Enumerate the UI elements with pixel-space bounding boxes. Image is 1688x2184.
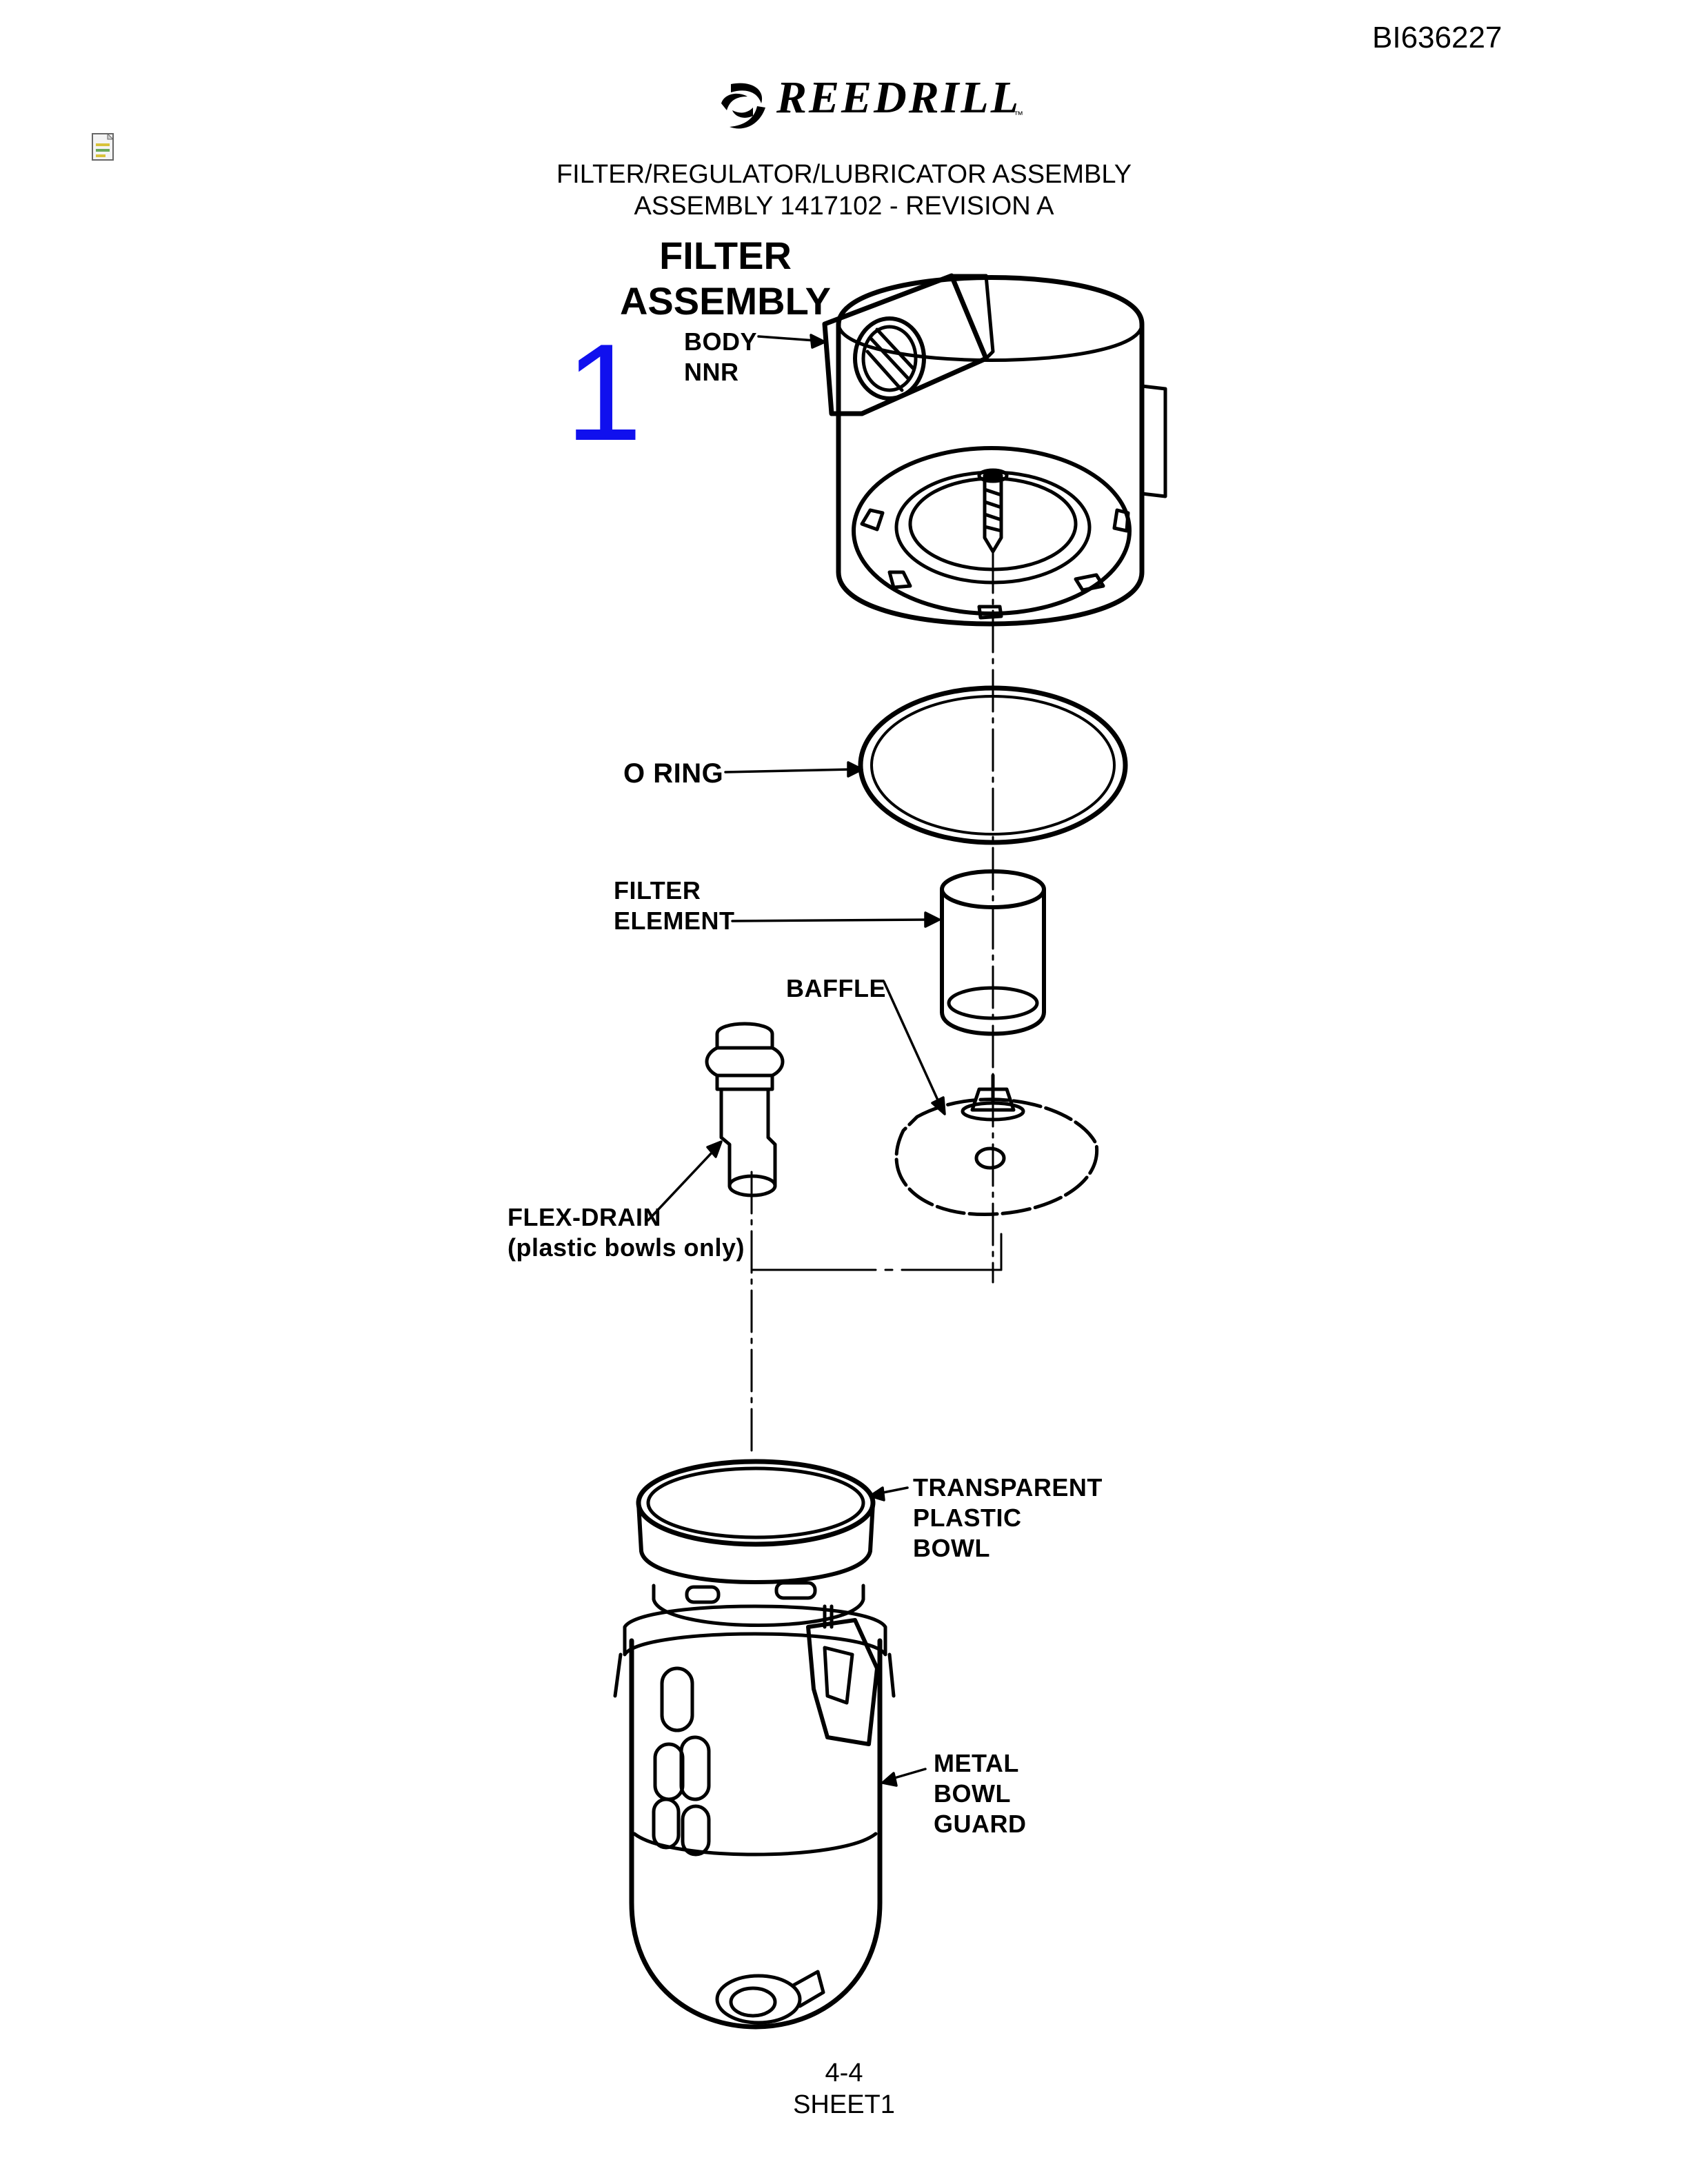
plastic-bowl-label: TRANSPARENT PLASTIC BOWL <box>913 1473 1103 1564</box>
section-title-line1: FILTER <box>659 234 792 277</box>
baffle-label: BAFFLE <box>786 974 886 1002</box>
sheet-label: SHEET1 <box>793 2090 895 2119</box>
note-document-icon[interactable] <box>91 132 119 163</box>
page-number: 4-4 <box>825 2059 863 2087</box>
brand-wordmark: REEDRILL <box>776 72 1021 123</box>
section-number: 1 <box>565 316 643 469</box>
body-part <box>822 273 1167 627</box>
o-ring-part <box>858 685 1128 845</box>
body-label: BODY NNR <box>684 327 757 387</box>
body-label-line2: NNR <box>684 358 739 386</box>
filter-element-label: FILTER ELEMENT <box>614 876 735 936</box>
plastic-bowl-label-line1: TRANSPARENT <box>913 1473 1103 1502</box>
flex-drain-label-line1: FLEX-DRAIN <box>508 1203 661 1231</box>
flex-drain-label: FLEX-DRAIN (plastic bowls only) <box>508 1202 745 1263</box>
plastic-bowl-label-line3: BOWL <box>913 1534 990 1562</box>
document-subtitle: ASSEMBLY 1417102 - REVISION A <box>634 192 1054 221</box>
document-id: BI636227 <box>1372 21 1503 54</box>
reedrill-swirl-logo-icon <box>721 83 765 129</box>
o-ring-label: O RING <box>623 758 724 789</box>
flex-drain-label-line2: (plastic bowls only) <box>508 1233 745 1262</box>
filter-element-label-line1: FILTER <box>614 876 701 904</box>
baffle-part <box>894 1073 1099 1216</box>
filter-element-label-line2: ELEMENT <box>614 907 735 935</box>
filter-element-part <box>940 869 1046 1036</box>
body-label-line1: BODY <box>684 327 758 356</box>
bowl-guard-label: METAL BOWL GUARD <box>934 1748 1027 1839</box>
section-title-line2: ASSEMBLY <box>619 279 831 323</box>
bowl-assembly-part <box>613 1459 896 2030</box>
bowl-guard-label-line2: BOWL <box>934 1779 1011 1808</box>
flex-drain-part <box>705 1022 785 1197</box>
bowl-guard-label-line3: GUARD <box>934 1810 1027 1838</box>
brand-trademark: ™ <box>1014 109 1023 120</box>
bowl-guard-label-line1: METAL <box>934 1749 1019 1777</box>
document-title: FILTER/REGULATOR/LUBRICATOR ASSEMBLY <box>556 160 1132 189</box>
plastic-bowl-label-line2: PLASTIC <box>913 1504 1022 1532</box>
